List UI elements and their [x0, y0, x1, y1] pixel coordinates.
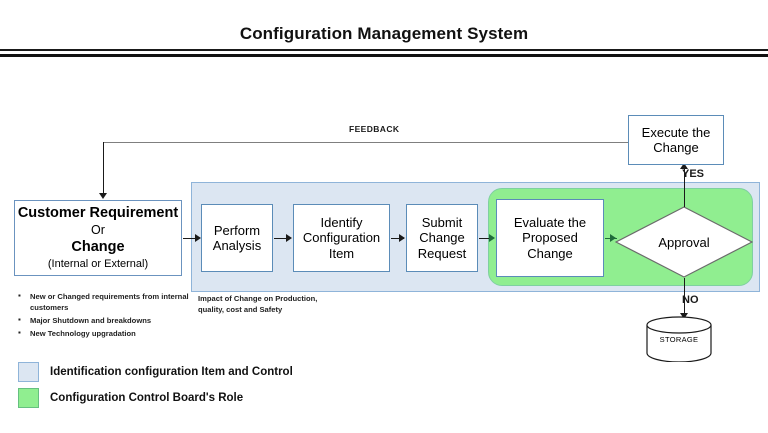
edge-label-feedback: FEEDBACK — [349, 124, 400, 134]
submit-cr-line-3: Request — [417, 245, 467, 261]
perform-analysis-line-1: Perform — [213, 222, 261, 238]
legend-row-identification: Identification configuration Item and Co… — [18, 362, 293, 382]
execute-change-line-2: Change — [653, 140, 699, 155]
feedback-line-vertical — [103, 142, 104, 193]
legend-swatch-blue — [18, 362, 39, 382]
customer-line-4: (Internal or External) — [47, 258, 149, 270]
evaluate-line-1: Evaluate the — [513, 215, 587, 230]
title-divider — [0, 49, 768, 57]
connector-submit-to-evaluate — [479, 238, 491, 239]
input-sources-list: New or Changed requirements from interna… — [14, 290, 194, 339]
list-item: New or Changed requirements from interna… — [18, 290, 194, 313]
node-identify-configuration-item[interactable]: Identify Configuration Item — [293, 204, 390, 272]
edge-label-yes: YES — [682, 168, 705, 180]
node-perform-analysis[interactable]: Perform Analysis — [201, 204, 273, 272]
title-divider-line-top — [0, 49, 768, 51]
legend-label-ccb: Configuration Control Board's Role — [50, 392, 244, 404]
connector-approval-no-arrowhead — [680, 313, 688, 319]
connector-customer-to-analysis — [183, 238, 196, 239]
customer-line-1: Customer Requirement — [17, 205, 179, 222]
connector-approval-yes-arrowhead — [680, 163, 688, 169]
connector-identify-to-submit-arrowhead — [399, 234, 405, 242]
identify-ci-line-2: Configuration — [302, 230, 381, 246]
list-item: New Technology upgradation — [18, 327, 194, 339]
decision-approval[interactable] — [615, 206, 753, 278]
connector-analysis-to-identify-arrowhead — [286, 234, 292, 242]
connector-evaluate-to-approval-arrowhead — [610, 234, 616, 242]
node-evaluate-the-proposed-change[interactable]: Evaluate the Proposed Change — [496, 199, 604, 277]
customer-line-3: Change — [71, 238, 125, 255]
identify-ci-line-3: Item — [328, 245, 355, 261]
submit-cr-line-2: Change — [419, 230, 465, 246]
submit-cr-line-1: Submit — [421, 215, 463, 230]
connector-submit-to-evaluate-arrowhead — [489, 234, 495, 242]
connector-customer-to-analysis-arrowhead — [195, 234, 201, 242]
connector-identify-to-submit — [391, 238, 404, 239]
legend-label-identification: Identification configuration Item and Co… — [50, 366, 293, 378]
connector-approval-yes-vertical — [684, 166, 685, 207]
page-title: Configuration Management System — [239, 24, 529, 43]
feedback-arrowhead — [99, 193, 107, 199]
node-storage-label: STORAGE — [659, 334, 699, 344]
evaluate-line-2: Proposed — [522, 230, 578, 246]
identify-ci-line-1: Identify — [320, 215, 363, 230]
node-execute-the-change[interactable]: Execute the Change — [628, 115, 724, 165]
node-storage-cylinder[interactable] — [645, 316, 713, 363]
edge-label-no: NO — [682, 294, 699, 306]
legend-row-ccb: Configuration Control Board's Role — [18, 388, 293, 408]
connector-approval-no-vertical — [684, 278, 685, 317]
execute-change-line-1: Execute the — [641, 124, 711, 140]
evaluate-line-3: Change — [527, 245, 573, 261]
input-sources-notes: New or Changed requirements from interna… — [14, 290, 194, 341]
title-divider-line-bottom — [0, 54, 768, 57]
customer-line-2: Or — [91, 223, 105, 238]
list-item: Major Shutdown and breakdowns — [18, 314, 194, 326]
legend-swatch-green — [18, 388, 39, 408]
feedback-line-horizontal — [103, 142, 628, 143]
legend: Identification configuration Item and Co… — [18, 362, 293, 414]
connector-analysis-to-identify — [274, 238, 287, 239]
decision-approval-label: Approval — [658, 234, 710, 250]
node-submit-change-request[interactable]: Submit Change Request — [406, 204, 478, 272]
title-bar: Configuration Management System — [0, 24, 768, 44]
impact-of-change-note: Impact of Change on Production, quality,… — [198, 294, 318, 315]
perform-analysis-line-2: Analysis — [212, 238, 262, 253]
node-customer-requirement-or-change[interactable]: Customer Requirement Or Change (Internal… — [14, 200, 182, 276]
